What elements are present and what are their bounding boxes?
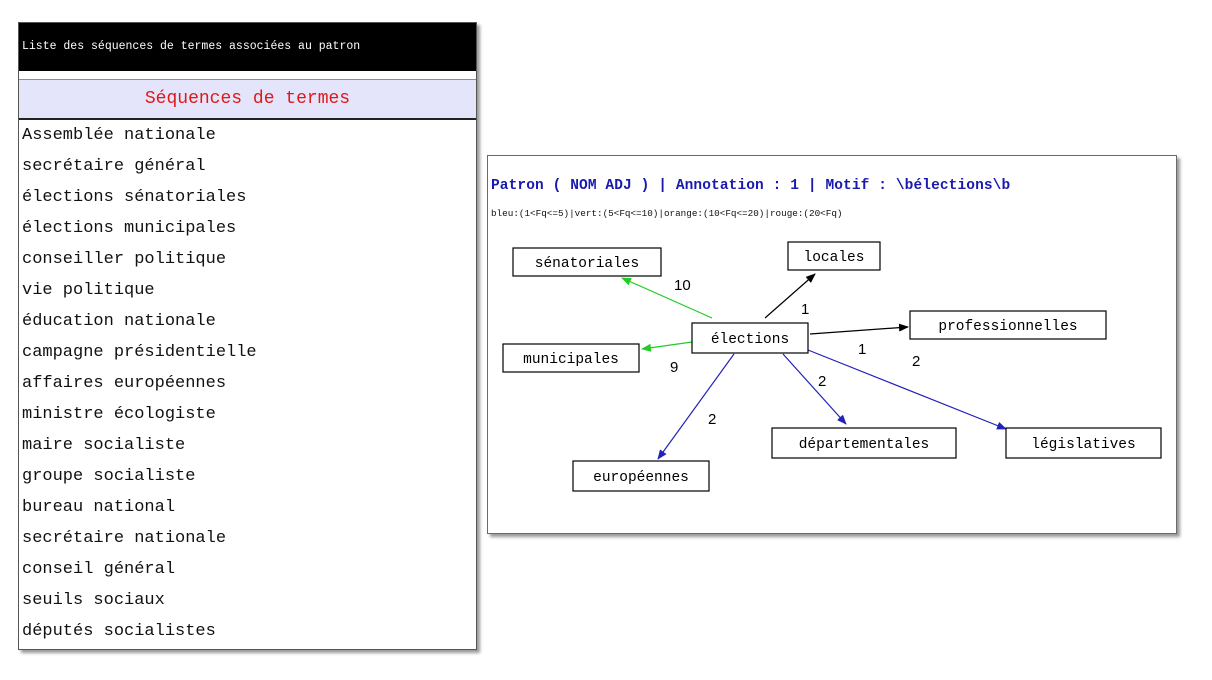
graph-center-node-label: élections	[711, 332, 789, 348]
list-item[interactable]: campagne présidentielle	[22, 343, 257, 362]
edge-count-label: 10	[674, 277, 691, 294]
graph-canvas: 10 1 1 9 2 2 2 sénatoriales locales professionne…	[502, 241, 1162, 492]
edge-4	[807, 349, 1007, 430]
list-item[interactable]: secrétaire nationale	[22, 529, 227, 548]
edge-count-label: 2	[912, 353, 920, 370]
graph-node-box	[787, 241, 881, 271]
list-item[interactable]: éducation nationale	[22, 312, 216, 331]
graph-title: Patron ( NOM ADJ ) | Annotation : 1 | Mo…	[491, 178, 1011, 194]
list-item[interactable]: élections municipales	[22, 219, 237, 238]
list-item[interactable]: ministre écologiste	[22, 405, 216, 424]
graph-center-node[interactable]: élections	[691, 322, 809, 354]
list-item[interactable]: bureau national	[22, 498, 176, 517]
graph-node-box	[512, 247, 662, 277]
graph-node-label: législatives	[1031, 437, 1135, 453]
graph-node[interactable]: législatives	[1005, 427, 1162, 459]
list-item[interactable]: secrétaire général	[22, 157, 206, 176]
column-header: Séquences de termes	[19, 79, 476, 120]
list-item[interactable]: seuils sociaux	[22, 591, 165, 610]
graph-node-label: européennes	[593, 470, 689, 486]
graph-node-label: locales	[804, 250, 865, 266]
graph-node-box	[909, 310, 1107, 340]
edge-2	[809, 323, 909, 335]
list-item[interactable]: élections sénatoriales	[22, 188, 247, 207]
graph-node[interactable]: locales	[787, 241, 881, 271]
edge-count-label: 2	[708, 411, 716, 428]
edge-count-label: 1	[858, 341, 866, 358]
graph-node-box	[771, 427, 957, 459]
graph-node-label: municipales	[523, 352, 619, 368]
term-list: Assemblée nationale secrétaire général é…	[22, 120, 257, 647]
graph-center-node-box	[691, 322, 809, 354]
graph-node[interactable]: sénatoriales	[512, 247, 662, 277]
list-item[interactable]: conseiller politique	[22, 250, 227, 269]
edge-3	[641, 341, 693, 352]
pattern-graph-panel: Patron ( NOM ADJ ) | Annotation : 1 | Mo…	[487, 155, 1177, 534]
graph-node-label: départementales	[799, 437, 930, 453]
graph-node[interactable]: européennes	[572, 460, 710, 492]
list-item[interactable]: vie politique	[22, 281, 155, 300]
panel-title: Liste des séquences de termes associées …	[19, 23, 476, 71]
edge-6	[657, 353, 735, 460]
list-item[interactable]: députés socialistes	[22, 622, 216, 641]
graph-node[interactable]: départementales	[771, 427, 957, 459]
graph-node[interactable]: municipales	[502, 343, 640, 373]
list-item[interactable]: Assemblée nationale	[22, 126, 216, 145]
graph-node-label: sénatoriales	[535, 256, 639, 272]
graph-node-box	[502, 343, 640, 373]
list-item[interactable]: maire socialiste	[22, 436, 186, 455]
graph-node-box	[1005, 427, 1162, 459]
edge-0	[621, 277, 713, 319]
list-item[interactable]: conseil général	[22, 560, 176, 579]
term-sequence-panel: Liste des séquences de termes associées …	[18, 22, 477, 650]
edge-count-label: 2	[818, 373, 826, 390]
list-item[interactable]: groupe socialiste	[22, 467, 196, 486]
edge-1	[764, 273, 816, 319]
graph-node[interactable]: professionnelles	[909, 310, 1107, 340]
graph-node-box	[572, 460, 710, 492]
edge-count-label: 9	[670, 359, 678, 376]
list-item[interactable]: affaires européennes	[22, 374, 227, 393]
edge-5	[782, 353, 847, 425]
graph-node-label: professionnelles	[938, 319, 1077, 335]
frequency-legend: bleu:(1<Fq<=5)|vert:(5<Fq<=10)|orange:(1…	[491, 208, 843, 219]
edge-count-label: 1	[801, 301, 809, 318]
